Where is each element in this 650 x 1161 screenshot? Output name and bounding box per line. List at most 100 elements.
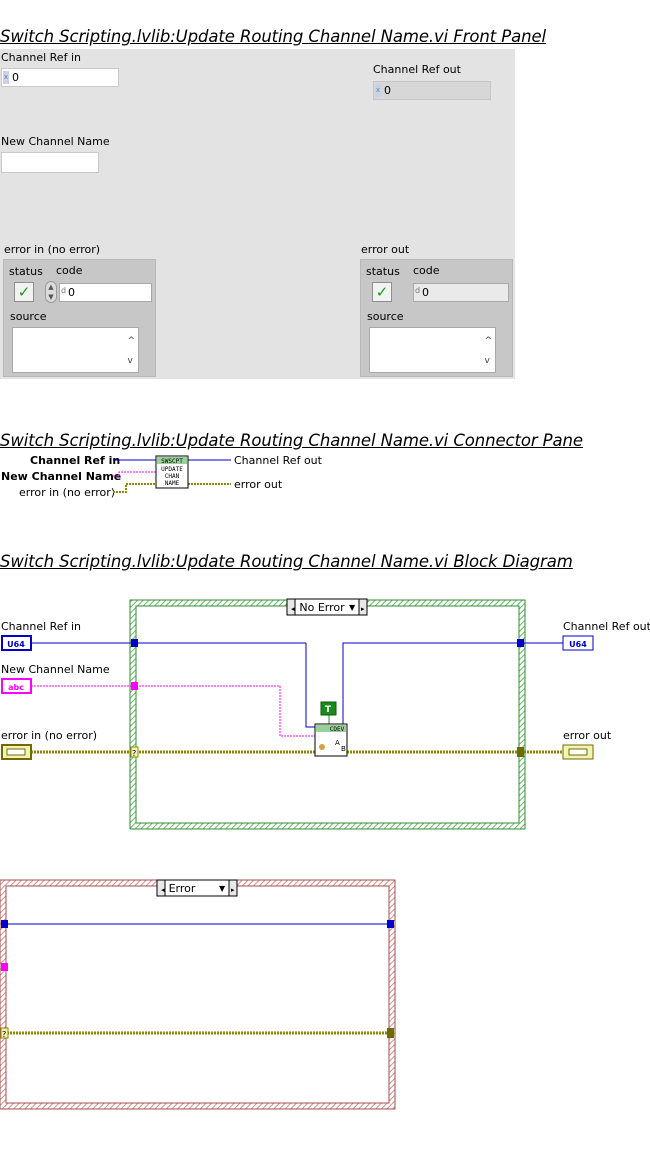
error-in-status-checkbox[interactable]: ✓	[14, 282, 34, 302]
error-in-code-input[interactable]: d 0	[59, 283, 152, 302]
error-in-source-input[interactable]: ^v	[12, 327, 139, 373]
channel-ref-out-indicator: x 0	[373, 81, 491, 100]
case-selector-terminal[interactable]	[130, 746, 139, 758]
cp-string-wire	[113, 471, 156, 477]
terminal-error-in[interactable]	[1, 744, 32, 760]
cp-channel-ref-out-label: Channel Ref out	[234, 454, 322, 467]
error-in-cluster[interactable]: status code ✓ ▲▼ d 0 source ^v	[3, 259, 156, 377]
subvi-rename-glyph-b: B	[341, 745, 346, 753]
left-arrow-icon: ◂	[291, 605, 295, 613]
wire-ref-out	[342, 642, 563, 727]
subvi-icon-line-2: UPDATE	[161, 466, 183, 473]
true-constant[interactable]: T	[320, 701, 337, 716]
error-out-status-led: ✓	[372, 282, 392, 302]
cp-error-in-label: error in (no error)	[19, 486, 116, 499]
case-decrement-icon[interactable]	[286, 598, 296, 616]
case-label-no-error: No Error	[299, 601, 345, 614]
error-in-code-spinner[interactable]: ▲▼	[45, 281, 57, 303]
error-case-tunnel-string[interactable]	[1, 963, 8, 971]
block-diagram-canvas: ◂ ▸ No Error ▼ ? T CDEV A B U64 abc	[0, 598, 594, 1110]
decimal-radix-icon: d	[415, 286, 421, 295]
error-case-tunnel-ref-out[interactable]	[387, 920, 394, 928]
channel-ref-out-value: 0	[384, 84, 391, 97]
checkmark-icon: ✓	[375, 283, 389, 301]
error-out-source-indicator: ^v	[369, 327, 496, 373]
error-out-label: error out	[361, 243, 410, 256]
terminal-type-u64: U64	[7, 640, 25, 649]
subvi-node-label: CDEV	[330, 726, 345, 733]
error-out-code-value: 0	[422, 286, 429, 299]
error-in-code-label: code	[56, 264, 83, 277]
block-diagram-title: Switch Scripting.lvlib:Update Routing Ch…	[0, 552, 573, 571]
case-label-error: Error	[169, 882, 196, 895]
cp-error-in-wire	[113, 483, 156, 493]
error-case-tunnel-ref-in[interactable]	[1, 920, 8, 928]
tunnel-ref-out[interactable]	[517, 639, 524, 647]
left-arrow-icon: ◂	[161, 886, 165, 894]
terminal-channel-ref-in[interactable]: U64	[1, 635, 32, 651]
bd-new-channel-name-label: New Channel Name	[1, 663, 110, 676]
decimal-radix-icon: d	[61, 286, 67, 295]
cluster-glyph-icon	[6, 748, 26, 756]
channel-ref-in-control[interactable]: x 0	[1, 68, 119, 87]
error-case-tunnel-error-out[interactable]	[387, 1028, 394, 1038]
case-increment-icon[interactable]	[228, 879, 238, 897]
cp-channel-ref-in-label: Channel Ref in	[30, 454, 121, 467]
wire-string	[31, 685, 315, 737]
case-increment-icon[interactable]	[358, 598, 368, 616]
error-case-selector-terminal[interactable]	[0, 1027, 9, 1039]
error-out-code-indicator: d 0	[413, 283, 509, 302]
scroll-arrows-icon[interactable]: ^v	[484, 336, 492, 366]
case-structure-error[interactable]	[0, 879, 396, 1110]
subvi-rename-glyph: A	[335, 739, 340, 747]
error-in-code-value: 0	[68, 286, 75, 299]
tunnel-error-out[interactable]	[517, 747, 524, 757]
cp-error-out-label: error out	[234, 478, 283, 491]
subvi-icon-line-1: SWSCPT	[161, 458, 183, 465]
dropdown-arrow-icon: ▼	[349, 603, 356, 612]
terminal-type-abc: abc	[8, 683, 24, 692]
subvi-icon: SWSCPT UPDATE CHAN NAME	[155, 455, 189, 489]
subvi-node[interactable]: CDEV A B	[314, 723, 348, 757]
connector-pane-title: Switch Scripting.lvlib:Update Routing Ch…	[0, 431, 583, 450]
bd-channel-ref-in-label: Channel Ref in	[1, 620, 81, 633]
subvi-gear-icon	[319, 744, 325, 750]
subvi-icon-line-3: CHAN	[165, 473, 180, 480]
question-icon: ?	[132, 749, 136, 758]
radix-icon: x	[375, 84, 381, 97]
error-out-cluster: status code ✓ d 0 source ^v	[360, 259, 513, 377]
bd-channel-ref-out-label: Channel Ref out	[563, 620, 650, 633]
new-channel-name-input[interactable]	[1, 152, 99, 173]
error-in-source-label: source	[10, 310, 47, 323]
case-selector-no-error[interactable]: ◂ ▸ No Error ▼	[286, 598, 368, 616]
terminal-new-channel-name[interactable]: abc	[1, 678, 32, 694]
terminal-error-out[interactable]	[562, 744, 594, 760]
subvi-icon-line-4: NAME	[165, 480, 180, 487]
channel-ref-out-label: Channel Ref out	[373, 63, 461, 76]
radix-icon: x	[3, 71, 9, 84]
error-in-status-label: status	[9, 265, 43, 278]
new-channel-name-label: New Channel Name	[1, 135, 110, 148]
scroll-arrows-icon[interactable]: ^v	[127, 336, 135, 366]
wire-ref-to-subvi	[305, 643, 315, 728]
terminal-type-u64-out: U64	[569, 640, 587, 649]
error-out-status-label: status	[366, 265, 400, 278]
channel-ref-in-value: 0	[12, 71, 19, 84]
tunnel-ref-in[interactable]	[131, 639, 138, 647]
tunnel-string[interactable]	[131, 682, 138, 690]
bd-error-out-label: error out	[563, 729, 612, 742]
right-arrow-icon: ▸	[361, 605, 365, 613]
right-arrow-icon: ▸	[231, 886, 235, 894]
dropdown-arrow-icon: ▼	[219, 884, 226, 893]
question-icon: ?	[2, 1030, 6, 1039]
connector-pane-wires: SWSCPT UPDATE CHAN NAME	[113, 455, 231, 493]
case-decrement-icon[interactable]	[156, 879, 166, 897]
case-selector-error[interactable]: ◂ ▸ Error ▼	[156, 879, 238, 897]
terminal-channel-ref-out[interactable]: U64	[562, 635, 594, 651]
error-out-source-label: source	[367, 310, 404, 323]
channel-ref-in-label: Channel Ref in	[1, 51, 81, 64]
cp-new-channel-name-label: New Channel Name	[1, 470, 122, 483]
front-panel-title: Switch Scripting.lvlib:Update Routing Ch…	[0, 27, 547, 46]
true-constant-label: T	[325, 705, 332, 715]
checkmark-icon: ✓	[17, 283, 31, 301]
